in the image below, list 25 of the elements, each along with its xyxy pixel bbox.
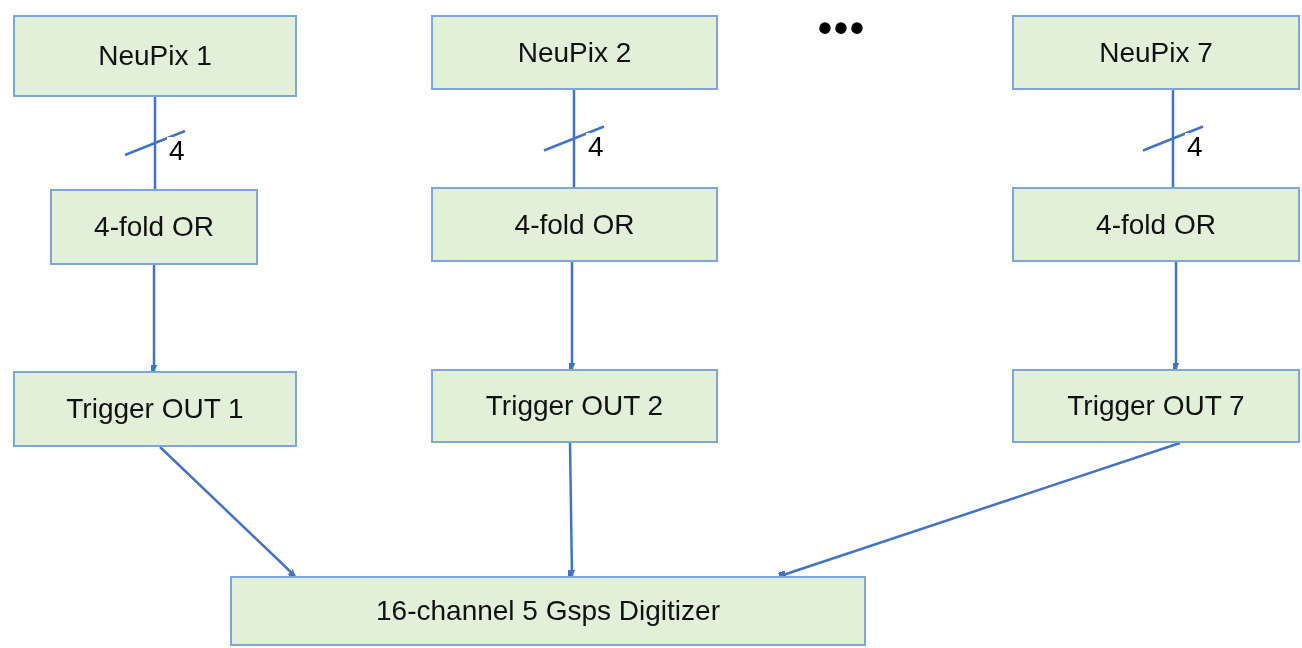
process-box bbox=[230, 576, 866, 646]
box-label: NeuPix 1 bbox=[98, 39, 212, 73]
process-box bbox=[431, 187, 718, 262]
process-box bbox=[13, 371, 297, 447]
process-box bbox=[431, 15, 718, 90]
process-box bbox=[50, 189, 258, 265]
process-box bbox=[1012, 15, 1300, 90]
connector bbox=[775, 441, 1181, 578]
connector bbox=[124, 97, 186, 189]
process-box bbox=[1012, 369, 1300, 443]
process-box bbox=[431, 369, 718, 443]
ellipsis-text: ••• bbox=[818, 8, 866, 48]
box-label: NeuPix 2 bbox=[517, 35, 632, 70]
process-box bbox=[13, 15, 297, 97]
box-label: 16-channel 5 Gsps Digitizer bbox=[376, 594, 720, 628]
process-box bbox=[1012, 187, 1300, 262]
connector bbox=[1142, 90, 1204, 187]
box-label: NeuPix 7 bbox=[1099, 35, 1213, 70]
box-label: 4-fold OR bbox=[514, 207, 635, 242]
connector bbox=[543, 90, 605, 187]
box-label: Trigger OUT 1 bbox=[66, 392, 244, 426]
box-label: Trigger OUT 7 bbox=[1067, 389, 1245, 423]
box-label: Trigger OUT 2 bbox=[485, 389, 664, 423]
box-label: 4-fold OR bbox=[1096, 207, 1216, 242]
box-label: 4-fold OR bbox=[94, 210, 214, 244]
